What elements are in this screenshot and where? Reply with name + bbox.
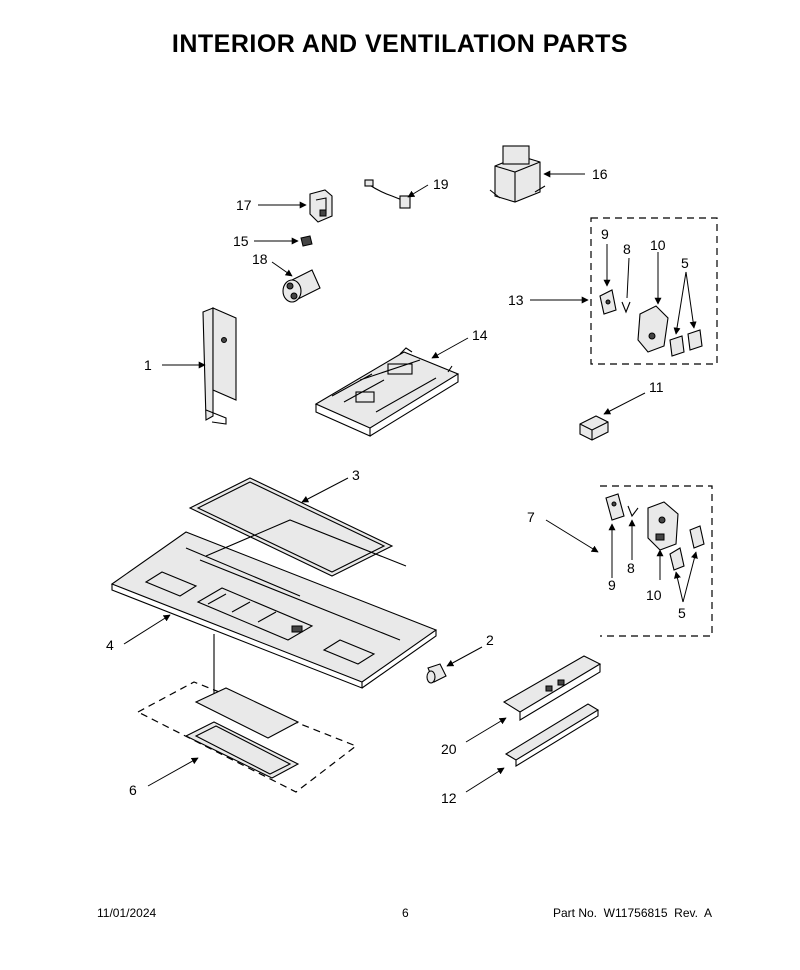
part-8-spring-a[interactable] xyxy=(621,301,631,314)
part-10-switch-bracket-a[interactable] xyxy=(637,305,669,353)
leader-6 xyxy=(147,757,199,787)
leader-14 xyxy=(431,337,469,359)
callout-10a: 10 xyxy=(650,237,666,253)
callout-1: 1 xyxy=(144,357,152,373)
part-1-support-bracket[interactable] xyxy=(202,307,237,425)
part-17-bracket[interactable] xyxy=(309,189,333,223)
part-19-wire-harness[interactable] xyxy=(364,179,411,209)
leader-20 xyxy=(465,717,507,743)
leader-5a-1 xyxy=(673,271,687,335)
callout-11: 11 xyxy=(649,379,664,395)
part-6-lens-assembly-box[interactable] xyxy=(136,681,358,793)
leader-18 xyxy=(271,261,293,277)
part-18-capacitor[interactable] xyxy=(282,269,321,303)
callout-8b: 8 xyxy=(627,560,635,576)
part-4-bottom-plate[interactable] xyxy=(110,519,438,689)
callout-16: 16 xyxy=(592,166,608,182)
part-6-lens-cover[interactable] xyxy=(184,687,300,779)
callout-12: 12 xyxy=(441,790,457,806)
footer-page-number: 6 xyxy=(402,906,409,920)
callout-9a: 9 xyxy=(601,226,609,242)
leader-12 xyxy=(465,767,505,793)
callout-8a: 8 xyxy=(623,241,631,257)
leader-3 xyxy=(301,477,349,503)
part-11-relay[interactable] xyxy=(579,415,609,441)
leader-7 xyxy=(545,519,599,553)
part-2-lamp-socket[interactable] xyxy=(426,663,447,684)
leader-11 xyxy=(603,392,646,415)
callout-5a: 5 xyxy=(681,255,689,271)
part-13-switch-assembly-box[interactable] xyxy=(590,217,718,365)
callout-19: 19 xyxy=(433,176,449,192)
part-14-mounting-plate[interactable] xyxy=(314,347,460,437)
part-3-filter[interactable] xyxy=(188,477,394,577)
leader-2 xyxy=(446,646,483,667)
page-title: INTERIOR AND VENTILATION PARTS xyxy=(171,30,629,58)
leader-5b-1 xyxy=(674,571,684,603)
leader-5b-2 xyxy=(682,551,698,603)
callout-13: 13 xyxy=(508,292,524,308)
part-20-control-strip[interactable] xyxy=(502,655,602,721)
part-9-switch-holder-b[interactable] xyxy=(605,493,625,521)
callout-20: 20 xyxy=(441,741,457,757)
part-9-switch-holder-a[interactable] xyxy=(599,289,617,315)
part-5-microswitch-b[interactable] xyxy=(669,525,705,571)
footer-date: 11/01/2024 xyxy=(97,906,157,920)
leader-8a xyxy=(626,257,630,299)
callout-9b: 9 xyxy=(608,577,616,593)
callout-17: 17 xyxy=(236,197,252,213)
callout-10b: 10 xyxy=(646,587,662,603)
part-8-spring-b[interactable] xyxy=(627,505,639,518)
callout-5b: 5 xyxy=(678,605,686,621)
leader-19 xyxy=(407,184,429,198)
part-10-switch-bracket-b[interactable] xyxy=(647,501,679,551)
part-5-microswitch-a[interactable] xyxy=(669,329,703,357)
callout-15: 15 xyxy=(233,233,249,249)
leader-4 xyxy=(123,614,171,645)
part-15-clip[interactable] xyxy=(300,235,313,247)
callout-4: 4 xyxy=(106,637,114,653)
leader-5a-2 xyxy=(685,271,697,329)
part-12-trim-strip[interactable] xyxy=(504,703,600,767)
callout-7: 7 xyxy=(527,509,535,525)
part-16-transformer[interactable] xyxy=(489,145,546,203)
callout-14: 14 xyxy=(472,327,488,343)
callout-18: 18 xyxy=(252,251,268,267)
callout-2: 2 xyxy=(486,632,494,648)
part-7-switch-assembly-box[interactable] xyxy=(600,485,713,637)
callout-3: 3 xyxy=(352,467,360,483)
footer-part-number: Part No. W11756815 Rev. A xyxy=(553,906,712,920)
callout-6: 6 xyxy=(129,782,137,798)
